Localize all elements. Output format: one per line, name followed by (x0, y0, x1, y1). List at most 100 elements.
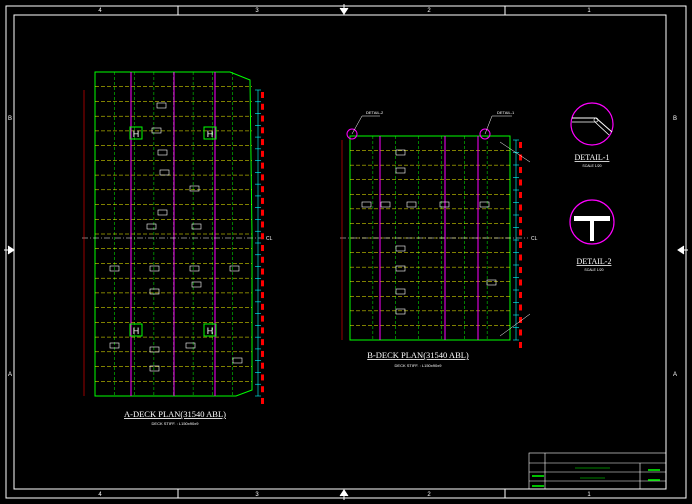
b-deck-plan: CL DETAIL-2 DETAIL-1 B-DECK PLAN(31540 A… (340, 110, 538, 368)
b-deck-detail-ref-left: DETAIL-2 (366, 110, 384, 115)
a-deck-member-tag (159, 169, 170, 176)
b-deck-dim-mark (519, 167, 522, 173)
center-arrow-bottom (339, 489, 349, 500)
zone-label-left-b: B (8, 116, 12, 122)
zone-label-bottom-3: 3 (255, 492, 259, 498)
a-deck-dim-mark (261, 127, 264, 134)
sheet-outer-border (5, 5, 687, 499)
a-deck-dim-mark (261, 174, 264, 181)
zone-label-bottom-2: 2 (427, 492, 431, 498)
zone-labels-left: B A (8, 116, 12, 378)
b-deck-dim-mark (519, 279, 522, 286)
a-deck-member-tag (151, 127, 162, 134)
zone-labels-top: 4 3 2 1 (98, 8, 591, 14)
a-deck-plan: CL H H H H A-DECK PLAN(31540 ABL) DECK S… (82, 71, 273, 426)
b-deck-dim-mark (519, 229, 522, 236)
a-deck-outline (94, 71, 253, 397)
b-deck-title: B-DECK PLAN(31540 ABL) (367, 350, 469, 360)
a-deck-helipad-marks: H H H H (129, 126, 217, 337)
b-deck-dim-mark (519, 304, 522, 311)
zone-label-left-a: A (8, 372, 12, 378)
a-deck-dim-mark (261, 209, 264, 216)
detail-2: DETAIL-2 SCALE 1/20 (569, 199, 615, 272)
b-deck-dim-mark (519, 217, 522, 223)
a-deck-dim-mark (261, 280, 264, 287)
sheet-inner-border (13, 14, 667, 490)
a-deck-dim-mark (261, 350, 264, 357)
b-deck-member-tag (395, 167, 406, 174)
a-deck-member-tag (149, 265, 160, 272)
a-deck-dim-mark (261, 115, 264, 122)
a-deck-dim-mark (261, 315, 264, 322)
zone-labels-right: B A (673, 116, 677, 378)
detail-1-scale: SCALE 1/20 (582, 164, 601, 168)
b-deck-dim-mark (519, 179, 522, 186)
centering-marks (4, 4, 688, 500)
a-deck-member-tag (149, 346, 160, 353)
a-deck-member-tag (109, 342, 120, 349)
zone-labels-bottom: 4 3 2 1 (98, 492, 591, 498)
a-deck-dim-mark (261, 197, 264, 204)
a-deck-title: A-DECK PLAN(31540 ABL) (124, 409, 226, 419)
a-deck-dim-mark (261, 139, 264, 146)
a-deck-member-tag (189, 265, 200, 272)
a-deck-dim-mark (261, 162, 264, 169)
b-deck-detail-bubble-right (479, 128, 491, 140)
a-deck-member-tag (229, 265, 240, 272)
a-deck-dim-mark (261, 374, 264, 381)
zone-label-bottom-1: 1 (587, 492, 591, 498)
b-deck-dim-mark (519, 267, 522, 273)
detail-1: DETAIL-1 SCALE 1/20 (570, 102, 614, 168)
zone-label-top-4: 4 (98, 8, 102, 14)
frame-ticks (6, 6, 686, 498)
b-deck-member-tag (380, 201, 391, 208)
helipad-symbol: H (207, 326, 214, 336)
detail-2-scale: SCALE 1/20 (584, 268, 603, 272)
b-deck-member-tag (395, 149, 406, 156)
a-deck-dim-mark (261, 150, 264, 157)
a-deck-member-tag (185, 342, 196, 349)
zone-label-bottom-4: 4 (98, 492, 102, 498)
a-deck-dim-mark (261, 398, 264, 404)
a-deck-member-tag (156, 102, 167, 109)
a-deck-member-tag (191, 281, 202, 288)
title-block (528, 452, 667, 490)
a-deck-member-tag (149, 288, 160, 295)
b-deck-dim-mark (519, 342, 522, 348)
a-deck-dim-mark (261, 103, 264, 110)
b-deck-member-tag (406, 201, 417, 208)
a-deck-member-tag (232, 357, 243, 364)
helipad-symbol: H (207, 129, 214, 139)
b-deck-member-tag (395, 265, 406, 272)
b-deck-member-tag (486, 279, 497, 286)
b-deck-centerline-label: CL (531, 236, 538, 242)
a-deck-dim-mark (261, 92, 264, 98)
a-deck-dim-mark (261, 245, 264, 251)
a-deck-member-tag (149, 365, 160, 372)
b-deck-dim-mark (519, 192, 522, 198)
b-deck-member-tag (395, 308, 406, 315)
a-deck-dim-mark (261, 268, 264, 275)
a-deck-subtitle: DECK STIFF. : L150x90x9 (152, 421, 200, 426)
b-deck-dim-mark (519, 292, 522, 298)
b-deck-detail-bubble-left (346, 128, 358, 140)
b-deck-dim-mark (519, 329, 522, 336)
zone-label-top-2: 2 (427, 8, 431, 14)
b-deck-dim-mark (519, 204, 522, 211)
b-deck-dim-mark (519, 254, 522, 261)
b-deck-dim-mark (519, 154, 522, 161)
zone-label-right-b: B (673, 116, 677, 122)
a-deck-dim-mark (261, 186, 264, 193)
detail-2-circle (569, 199, 615, 245)
helipad-symbol: H (133, 326, 140, 336)
a-deck-dim-mark (261, 292, 264, 299)
b-deck-member-tag (395, 288, 406, 295)
a-deck-member-tag (146, 223, 157, 230)
b-deck-detail-ref-right: DETAIL-1 (497, 110, 515, 115)
zone-label-right-a: A (673, 372, 677, 378)
a-deck-member-tag (157, 209, 168, 216)
helipad-symbol: H (133, 129, 140, 139)
a-deck-dim-mark (261, 233, 264, 240)
a-deck-member-tag (157, 149, 168, 156)
